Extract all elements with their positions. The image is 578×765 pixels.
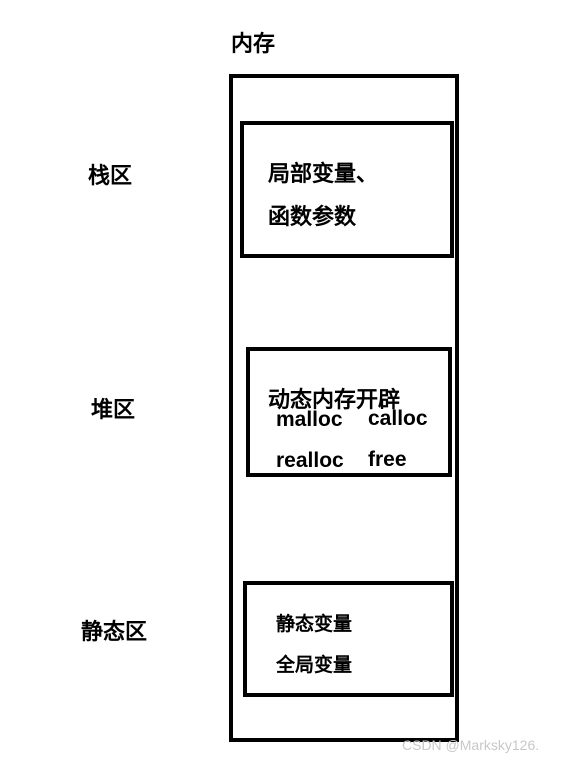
global-variables-text: 全局变量 [276,654,353,676]
stack-function-params-text: 函数参数 [268,205,357,230]
heap-fn-free: free [368,448,407,471]
heap-fn-malloc: malloc [276,408,343,431]
heap-dynamic-memory-text: 动态内存开辟 [268,388,401,413]
static-variables-text: 静态变量 [276,613,353,635]
heap-fn-realloc: realloc [276,449,344,472]
stack-local-variables-text: 局部变量、 [268,162,379,187]
stack-section-box [240,121,454,258]
static-section-box [243,581,454,697]
memory-title: 内存 [231,32,276,57]
watermark: CSDN @Marksky126. [402,737,540,753]
heap-region-label: 堆区 [91,398,136,423]
static-region-label: 静态区 [81,620,148,645]
heap-section-box [246,347,452,477]
stack-region-label: 栈区 [88,164,133,189]
heap-fn-calloc: calloc [368,407,428,430]
memory-column [229,74,459,742]
